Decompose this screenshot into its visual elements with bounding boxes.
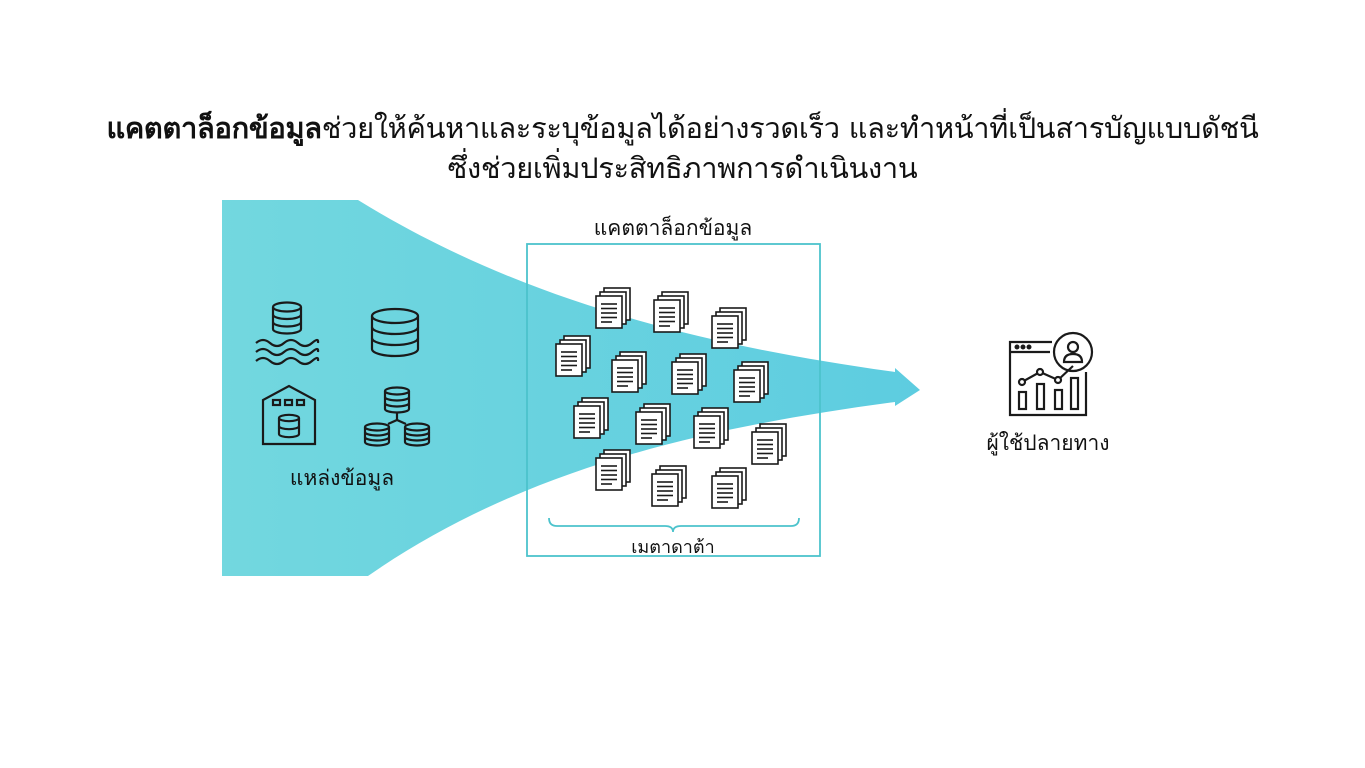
metadata-document-icon: [711, 307, 747, 349]
database-icon: [370, 307, 420, 358]
metadata-document-icon: [573, 397, 609, 439]
metadata-document-icon: [595, 287, 631, 329]
metadata-document-icon: [635, 403, 671, 445]
metadata-document-icon: [733, 361, 769, 403]
metadata-document-icon: [671, 353, 707, 395]
end-consumer-label: ผู้ใช้ปลายทาง: [986, 431, 1110, 455]
headline-bold: แคตตาล็อกข้อมูล: [106, 111, 322, 145]
headline: แคตตาล็อกข้อมูลช่วยให้ค้นหาและระบุข้อมูล…: [0, 108, 1365, 188]
metadata-document-icon: [751, 423, 787, 465]
headline-line-1: แคตตาล็อกข้อมูลช่วยให้ค้นหาและระบุข้อมูล…: [0, 108, 1365, 148]
data-lake-icon: [255, 301, 320, 366]
metadata-document-icon: [711, 467, 747, 509]
metadata-label: เมตาดาต้า: [631, 537, 715, 558]
metadata-document-icon: [653, 291, 689, 333]
distributed-database-icon: [363, 386, 431, 447]
metadata-document-icon: [651, 465, 687, 507]
metadata-document-icon: [555, 335, 591, 377]
metadata-document-icon: [693, 407, 729, 449]
metadata-document-icon: [611, 351, 647, 393]
catalog-frame: [526, 243, 821, 557]
funnel-shape: [222, 200, 920, 576]
data-warehouse-icon: [261, 384, 317, 446]
metadata-document-icon: [595, 449, 631, 491]
data-catalog-label: แคตตาล็อกข้อมูล: [593, 216, 753, 240]
headline-line-1-rest: ช่วยให้ค้นหาและระบุข้อมูลได้อย่างรวดเร็ว…: [321, 111, 1259, 145]
headline-line-2: ซึ่งช่วยเพิ่มประสิทธิภาพการดำเนินงาน: [447, 151, 918, 185]
data-sources-label: แหล่งข้อมูล: [289, 466, 395, 490]
metadata-brace: [548, 517, 800, 533]
dashboard-user-icon: [1008, 331, 1094, 417]
